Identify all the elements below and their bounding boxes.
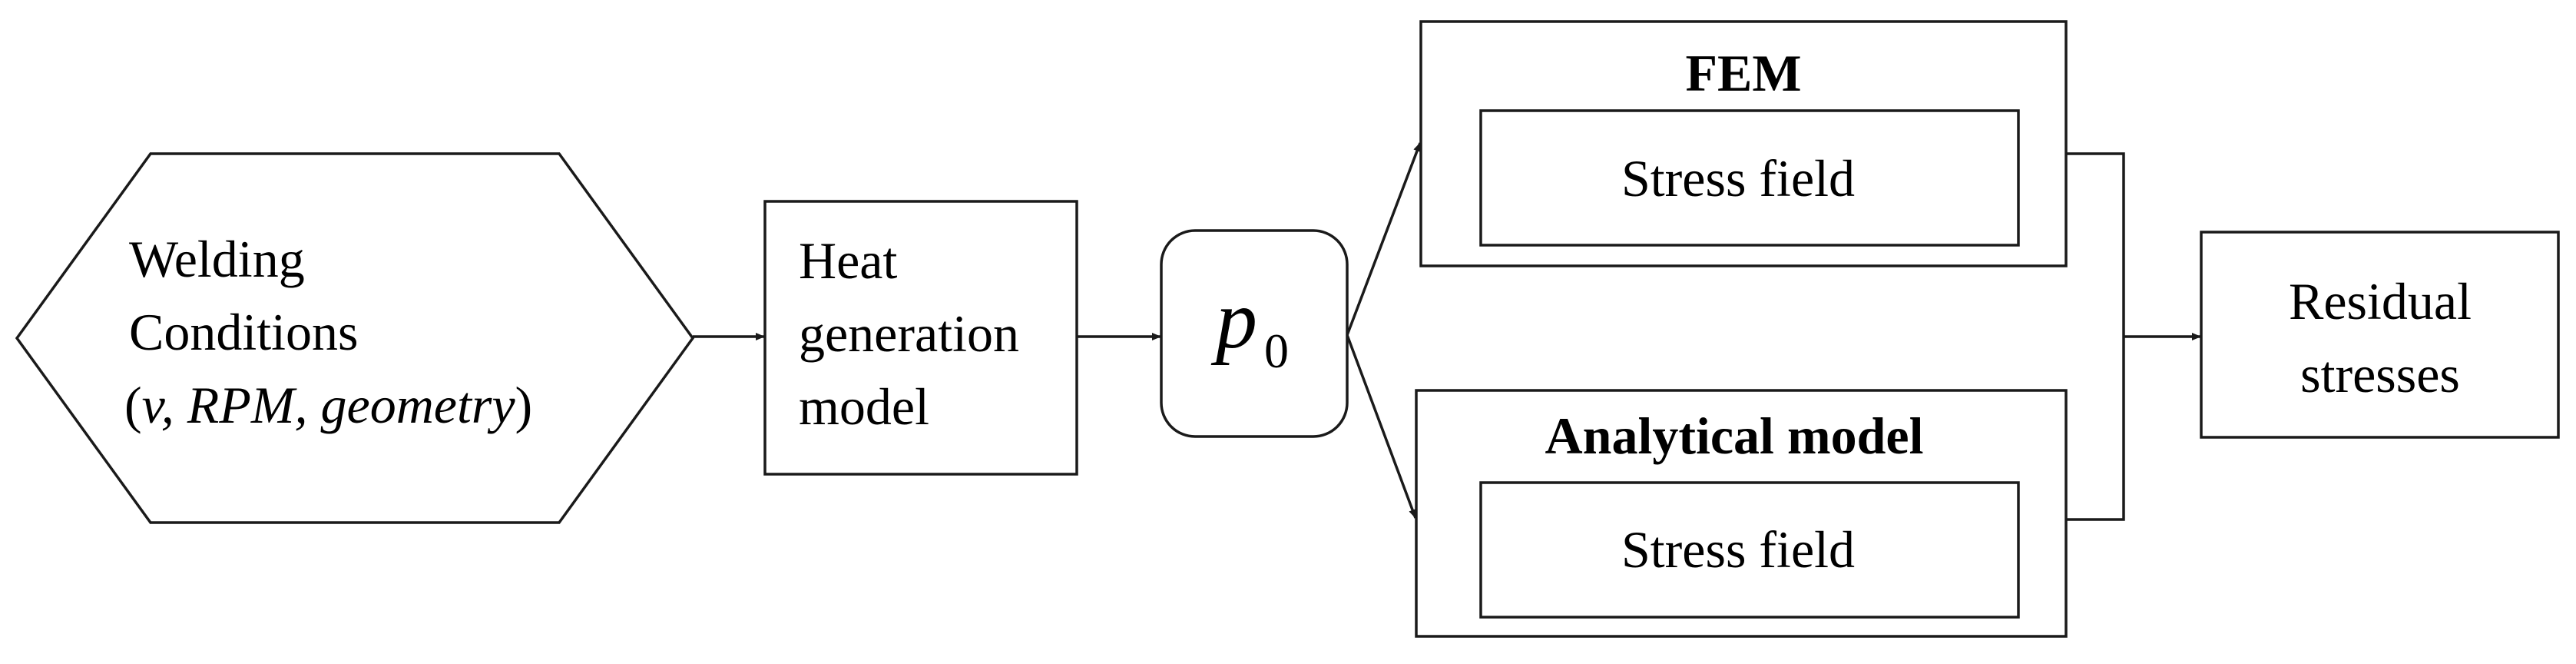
- welding-conditions-line2: Conditions: [129, 303, 359, 361]
- residual-node: Residual stresses: [2200, 231, 2560, 439]
- heat-generation-line3: model: [799, 377, 929, 436]
- residual-line2: stresses: [2300, 345, 2460, 403]
- welding-conditions-line1: Welding: [129, 230, 305, 288]
- p0-subscript: 0: [1264, 324, 1289, 378]
- fem-title: FEM: [1685, 44, 1801, 102]
- merge-bracket: [2066, 152, 2125, 521]
- analytical-stress-field-label: Stress field: [1621, 520, 1855, 579]
- residual-line1: Residual: [2289, 272, 2472, 330]
- heat-generation-line2: generation: [799, 304, 1019, 363]
- heat-generation-line1: Heat: [799, 231, 897, 290]
- welding-conditions-hexagon: [15, 152, 695, 524]
- analytical-node: Analytical model Stress field: [1415, 389, 2068, 638]
- heat-generation-node: Heat generation model: [763, 200, 1078, 476]
- fem-node: FEM Stress field: [1419, 20, 2068, 267]
- analytical-stress-field-box: [1479, 481, 2020, 619]
- welding-conditions-paren-open: (: [124, 376, 142, 434]
- welding-conditions-parameters: v, RPM, geometry: [142, 376, 516, 434]
- welding-conditions-line3: (v, RPM, geometry): [124, 376, 532, 434]
- heat-generation-box: [763, 200, 1078, 476]
- residual-box: [2200, 231, 2560, 439]
- arrow-p0-to-analytical: [1346, 334, 1417, 519]
- analytical-title: Analytical model: [1545, 407, 1924, 465]
- p0-symbol: p: [1210, 274, 1257, 366]
- welding-conditions-node: Welding Conditions (v, RPM, geometry): [15, 152, 695, 524]
- welding-conditions-paren-close: ): [515, 376, 533, 434]
- p0-node: p 0: [1160, 229, 1349, 438]
- fem-stress-field-box: [1479, 109, 2020, 247]
- fem-stress-field-label: Stress field: [1621, 149, 1855, 208]
- arrow-p0-to-fem: [1346, 142, 1422, 336]
